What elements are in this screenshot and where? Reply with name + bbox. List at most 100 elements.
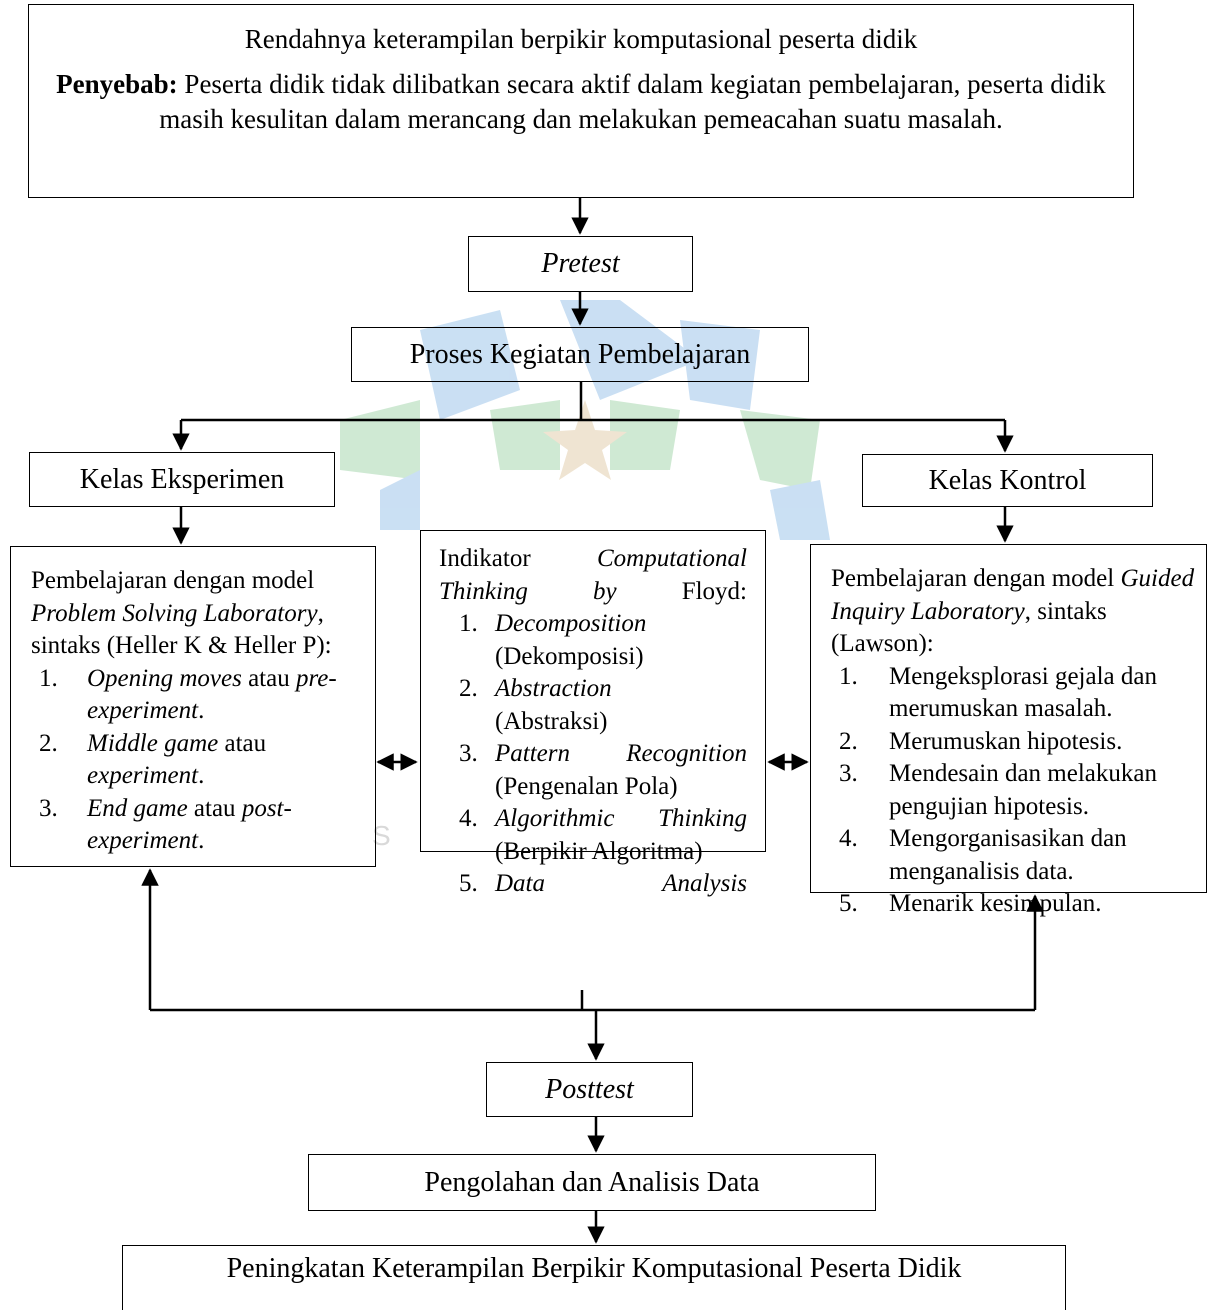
eksperimen-detail-box: Pembelajaran dengan model Problem Solvin…	[10, 546, 376, 867]
kontrol-step: 5. Menarik kesimpulan.	[831, 888, 1196, 921]
result-box: Peningkatan Keterampilan Berpikir Komput…	[122, 1245, 1066, 1310]
step-term-2: pre-experiment	[87, 664, 337, 725]
eksperimen-intro-plain: Pembelajaran dengan model	[31, 567, 315, 594]
indikator-item: 4. Algorithmic Thinking (Berpikir Algoritm…	[439, 803, 747, 868]
pretest-box: Pretest	[468, 236, 693, 292]
kontrol-intro-rest: , sintaks (Lawson):	[831, 597, 1107, 658]
step-text: Mengeksplorasi gejala dan merumuskan mas…	[889, 662, 1157, 723]
step-text: Mendesain dan melakukan pengujian hipote…	[889, 760, 1157, 820]
proses-label: Proses Kegiatan Pembelajaran	[409, 338, 751, 370]
indikator-translation: (Abstraksi)	[495, 707, 608, 735]
step-number: 2.	[839, 727, 858, 755]
kontrol-step: 2. Merumuskan hipotesis.	[831, 726, 1196, 759]
indikator-intro: Indikator Computational Thinking by Floy…	[439, 543, 747, 608]
indikator-term: Data Analysis	[495, 870, 747, 897]
indikator-number: 3.	[459, 740, 478, 767]
cause-text: Peserta didik tidak dilibatkan secara ak…	[159, 69, 1106, 134]
step-number: 1.	[839, 662, 858, 690]
problem-cause: Penyebab: Peserta didik tidak dilibatkan…	[43, 67, 1119, 136]
step-text: Mengorganisasikan dan menganalisis data.	[889, 825, 1127, 885]
watermark-petal	[610, 400, 680, 470]
eksperimen-intro: Pembelajaran dengan model Problem Solvin…	[31, 565, 361, 663]
step-number: 5.	[839, 890, 858, 917]
kelas-eksperimen-box: Kelas Eksperimen	[29, 452, 335, 507]
indikator-item: 2. Abstraction (Abstraksi)	[439, 673, 747, 738]
problem-title: Rendahnya keterampilan berpikir komputas…	[244, 24, 918, 54]
kontrol-detail-box: Pembelajaran dengan model Guided Inquiry…	[810, 544, 1207, 917]
cause-label: Penyebab:	[56, 69, 178, 100]
indikator-term: Abstraction	[495, 675, 612, 702]
indikator-box: Indikator Computational Thinking by Floy…	[420, 530, 766, 897]
indikator-number: 1.	[459, 610, 478, 637]
kontrol-steps: 1. Mengeksplorasi gejala dan merumuskan m…	[831, 661, 1196, 921]
posttest-box: Posttest	[486, 1062, 693, 1117]
step-number: 3.	[39, 794, 58, 822]
eksperimen-step: 2. Middle game atau experiment.	[31, 728, 361, 793]
pretest-label: Pretest	[541, 248, 620, 280]
kontrol-model: Guided Inquiry Laboratory	[831, 565, 1195, 625]
indikator-translation: (Berpikir Algoritma)	[495, 837, 703, 865]
step-text: Merumuskan hipotesis.	[889, 727, 1123, 755]
pengolahan-box: Pengolahan dan Analisis Data	[308, 1154, 876, 1211]
step-term-2: experiment	[87, 762, 199, 789]
proses-box: Proses Kegiatan Pembelajaran	[351, 327, 809, 382]
kelas-kontrol-box: Kelas Kontrol	[862, 454, 1153, 507]
kelas-eksperimen-label: Kelas Eksperimen	[79, 463, 285, 495]
indikator-intro-plain: Indikator	[439, 545, 597, 572]
kontrol-step: 1. Mengeksplorasi gejala dan merumuskan m…	[831, 661, 1196, 726]
watermark-petal	[770, 480, 830, 540]
indikator-term: Algorithmic Thinking	[495, 805, 747, 832]
step-term-2: post-experiment	[87, 794, 292, 855]
kelas-kontrol-label: Kelas Kontrol	[928, 464, 1087, 496]
watermark-petal	[560, 300, 700, 400]
kontrol-intro-plain: Pembelajaran dengan model	[831, 565, 1121, 592]
watermark-letter: S	[372, 820, 391, 851]
indikator-translation: (Dekomposisi)	[495, 642, 644, 670]
eksperimen-step: 1. Opening moves atau pre-experiment.	[31, 663, 361, 728]
pengolahan-label: Pengolahan dan Analisis Data	[424, 1166, 760, 1198]
step-end: .	[198, 697, 205, 724]
step-end: .	[198, 827, 205, 854]
indikator-item: 5. Data Analysis	[439, 868, 747, 901]
step-connector: atau	[241, 664, 296, 692]
indikator-term: Decomposition	[495, 610, 647, 637]
step-text: Menarik kesimpulan.	[889, 890, 1102, 917]
step-number: 4.	[839, 825, 858, 852]
indikator-intro-italic: Computational Thinking by	[439, 545, 747, 605]
indikator-number: 5.	[459, 870, 478, 897]
step-number: 3.	[839, 760, 858, 787]
step-term: End game	[87, 794, 188, 822]
indikator-number: 4.	[459, 805, 478, 832]
step-number: 1.	[39, 664, 58, 692]
eksperimen-model: Problem Solving Laboratory	[31, 599, 318, 627]
step-connector: atau	[187, 794, 242, 822]
step-term: Opening moves	[87, 664, 242, 692]
indikator-number: 2.	[459, 675, 478, 702]
watermark-petal	[420, 310, 520, 420]
step-term: Middle game	[87, 729, 219, 757]
eksperimen-step: 3. End game atau post-experiment.	[31, 793, 361, 858]
indikator-intro-end: Floyd:	[616, 577, 747, 605]
result-label: Peningkatan Keterampilan Berpikir Komput…	[226, 1253, 962, 1284]
step-end: .	[198, 762, 205, 789]
watermark-petal	[740, 410, 820, 490]
indikator-translation: (Pengenalan Pola)	[495, 772, 678, 800]
watermark-star	[543, 400, 627, 480]
watermark-petal	[490, 400, 560, 470]
watermark-petal	[680, 320, 760, 410]
indikator-list: 1. Decomposition (Dekomposisi) 2. Abstracti…	[439, 608, 747, 901]
posttest-label: Posttest	[545, 1073, 634, 1105]
kontrol-step: 3. Mendesain dan melakukan pengujian hipo…	[831, 758, 1196, 823]
step-number: 2.	[39, 729, 58, 757]
eksperimen-steps: 1. Opening moves atau pre-experiment. 2. M…	[31, 663, 361, 858]
kontrol-intro: Pembelajaran dengan model Guided Inquiry…	[831, 563, 1196, 661]
indikator-term: Pattern Recognition	[495, 740, 747, 767]
kontrol-step: 4. Mengorganisasikan dan menganalisis dat…	[831, 823, 1196, 888]
indikator-item: 3. Pattern Recognition (Pengenalan Pola)	[439, 738, 747, 803]
indikator-item: 1. Decomposition (Dekomposisi)	[439, 608, 747, 673]
problem-box: Rendahnya keterampilan berpikir komputas…	[28, 4, 1134, 198]
step-connector: atau	[218, 729, 267, 757]
eksperimen-intro-rest: , sintaks (Heller K & Heller P):	[31, 599, 332, 660]
